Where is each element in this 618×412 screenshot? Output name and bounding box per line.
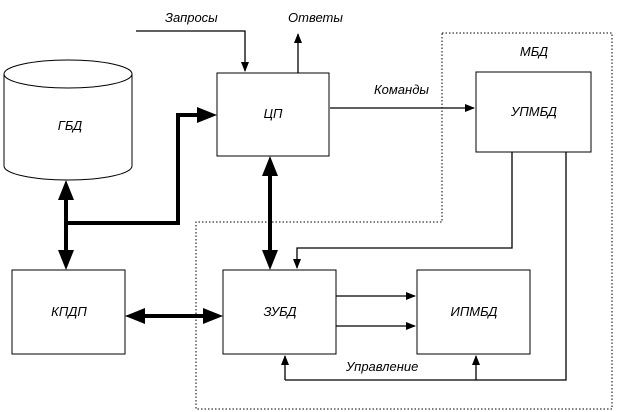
ipmbd-block bbox=[416, 269, 531, 355]
cp-zubd-arrow-up bbox=[262, 156, 278, 176]
gbd-cp-arrow bbox=[197, 107, 217, 123]
cp-block bbox=[216, 72, 330, 157]
commands-label: Команды bbox=[374, 82, 429, 97]
mbd-group-label: МБД bbox=[520, 44, 548, 59]
kpdp-zubd-arrow-right bbox=[203, 308, 223, 324]
cp-zubd-arrow-down bbox=[262, 250, 278, 270]
kpdp-label: КПДП bbox=[51, 304, 87, 319]
zubd-label: ЗУБД bbox=[263, 304, 296, 319]
cp-label: ЦП bbox=[264, 106, 283, 121]
gbd-kpdp-arrow-down bbox=[58, 250, 74, 270]
upmbd-block bbox=[475, 71, 592, 153]
requests-label: Запросы bbox=[165, 10, 218, 25]
gbd-kpdp-arrow-up bbox=[58, 180, 74, 200]
zubd-block bbox=[222, 269, 337, 355]
kpdp-block bbox=[11, 269, 126, 355]
gbd-label: ГБД bbox=[58, 118, 82, 133]
control-bus-line bbox=[285, 152, 567, 381]
upmbd-to-zubd-arrow bbox=[293, 152, 513, 269]
kpdp-zubd-arrow-left bbox=[125, 308, 145, 324]
answers-label: Ответы bbox=[288, 10, 343, 25]
control-label: Управление bbox=[345, 359, 418, 374]
gbd-cp-bus bbox=[66, 113, 200, 225]
requests-arrow bbox=[136, 30, 249, 72]
ipmbd-label: ИПМБД bbox=[451, 304, 498, 319]
upmbd-label: УПМБД bbox=[510, 104, 557, 119]
gbd-database bbox=[3, 59, 133, 181]
